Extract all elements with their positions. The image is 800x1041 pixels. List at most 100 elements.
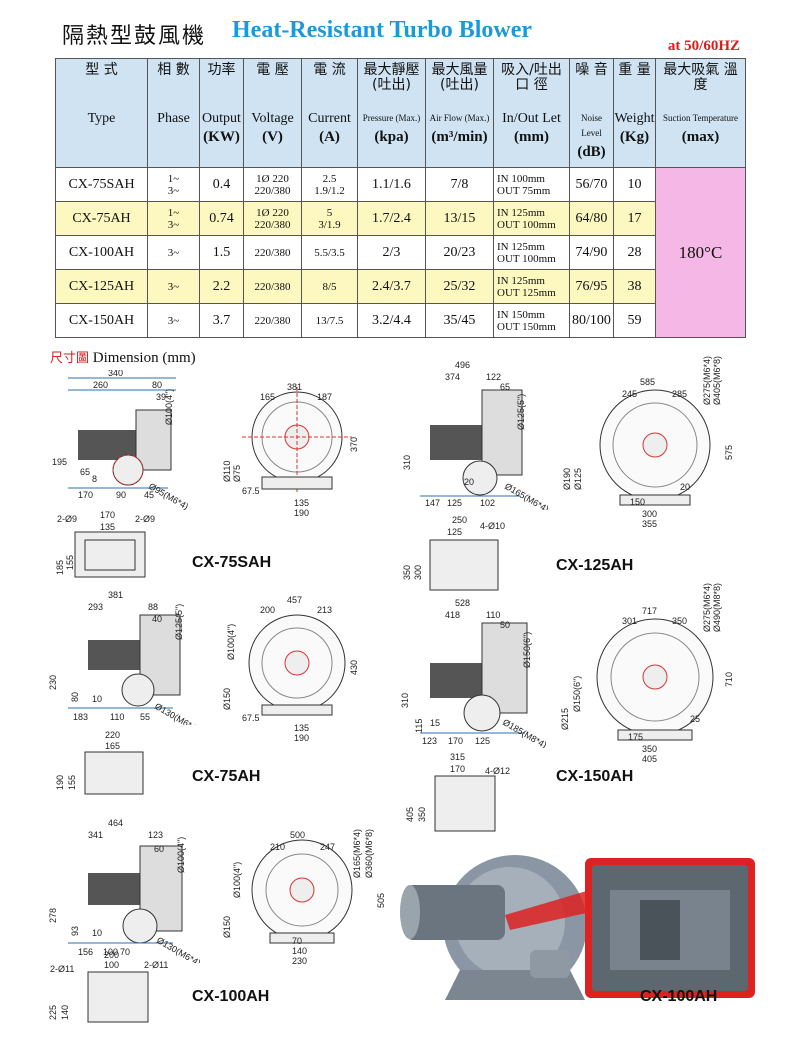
dim-text: 125	[447, 527, 462, 537]
dim-text: Ø150(6")	[522, 632, 532, 668]
dim-text: 67.5	[242, 486, 260, 496]
dim-text: 170	[100, 510, 115, 520]
dim-text: 25	[690, 714, 700, 724]
dim-text: 247	[320, 842, 335, 852]
table-cell-noise: 76/95	[569, 269, 614, 304]
dim-text: 2-Ø9	[135, 514, 155, 524]
dim-text: 260	[93, 380, 108, 390]
product-photo	[400, 855, 755, 1000]
dim-text: Ø100(4")	[176, 837, 186, 873]
dim-text: 165	[105, 741, 120, 751]
column-header-zh: 相 數	[157, 62, 190, 78]
dim-text: Ø100(4")	[226, 624, 236, 660]
dim-text: 135	[100, 522, 115, 532]
table-cell-weight: 10	[613, 167, 656, 202]
dim-text: 156	[78, 947, 93, 957]
frequency-note: at 50/60HZ	[667, 38, 740, 54]
dim-text: Ø75	[232, 465, 242, 482]
table-cell-output: 0.74	[199, 201, 244, 236]
column-header-zh: 重 量	[618, 62, 651, 78]
column-header-unit: (m³/min)	[431, 129, 488, 145]
column-header-unit: (kpa)	[374, 129, 409, 145]
table-cell-output: 0.4	[199, 167, 244, 202]
table-cell-type: CX-75AH	[55, 201, 148, 236]
model-label-cx150ah: CX-150AH	[556, 768, 634, 785]
dimension-heading: 尺寸圖 Dimension (mm)	[50, 347, 196, 367]
dim-text: Ø150	[222, 916, 232, 938]
column-header-en: Suction Temperature	[663, 113, 738, 123]
drawing-cx100ah-front: 500 210 247 Ø165(M6*4) Ø360(M6*8) 505 Ø1…	[222, 829, 386, 966]
column-header-zh: 型 式	[85, 62, 118, 78]
drawing-cx150ah-front: 717 301 350 Ø275(M6*4) Ø490(M8*8) 710 Ø2…	[560, 583, 734, 764]
table-cell-noise: 74/90	[569, 235, 614, 270]
dim-text: 39	[156, 392, 166, 402]
drawing-cx125ah-front: 585 245 285 Ø275(M6*4) Ø405(M6*8) 575 Ø1…	[562, 356, 734, 529]
table-cell-pressure: 2.4/3.7	[357, 269, 426, 304]
dim-text: 20	[464, 477, 474, 487]
dim-text: 4-Ø10	[480, 521, 505, 531]
dim-text: 45	[144, 490, 154, 500]
dim-text: 122	[486, 372, 501, 382]
dim-text: 464	[108, 818, 123, 828]
dim-text: 100	[104, 960, 119, 970]
table-cell-phase: 1~3~	[147, 167, 200, 202]
dim-text: 370	[349, 437, 359, 452]
dim-text: 300	[413, 565, 423, 580]
dim-text: 225	[48, 1005, 58, 1020]
dim-text: 301	[622, 616, 637, 626]
dim-text: Ø405(M6*8)	[712, 356, 722, 405]
column-header-zh: 最大吸氣 溫 度	[663, 62, 738, 93]
table-cell-current: 13/7.5	[301, 303, 358, 338]
dim-text: 278	[48, 908, 58, 923]
model-label-cx125ah: CX-125AH	[556, 557, 634, 574]
drawing-cx125ah-base: 250 125 4-Ø10 350 300	[402, 515, 505, 591]
dim-text: 500	[290, 830, 305, 840]
drawing-cx75ah-side: 381 293 88 40 Ø125(5") 230 80 10 183 110…	[48, 590, 200, 725]
page-title-zh: 隔熱型鼓風機	[62, 24, 207, 49]
table-cell-current: 5.5/3.5	[301, 235, 358, 270]
dim-text: Ø360(M6*8)	[364, 829, 374, 878]
dim-text: 285	[672, 389, 687, 399]
dim-text: 245	[622, 389, 637, 399]
dim-text: 575	[724, 445, 734, 460]
dim-text: 230	[48, 675, 58, 690]
dim-text: 381	[287, 382, 302, 392]
column-header-en: Air Flow (Max.)	[429, 113, 490, 123]
dim-text: 293	[88, 602, 103, 612]
dim-text: 374	[445, 372, 460, 382]
dim-text: 155	[67, 775, 77, 790]
drawing-cx150ah-base: 315 170 4-Ø12 405 350	[405, 752, 510, 832]
dim-text: 155	[65, 555, 75, 570]
table-cell-voltage: 220/380	[243, 269, 302, 304]
dim-text: Ø275(M6*4)	[702, 356, 712, 405]
table-cell-airflow: 25/32	[425, 269, 494, 304]
dim-text: 405	[642, 754, 657, 764]
dim-text: 200	[260, 605, 275, 615]
dim-text: 355	[642, 519, 657, 529]
dim-text: 90	[116, 490, 126, 500]
drawing-cx75sah-side: 340 260 80 39 195 65 8 170 90 45 Ø100(4"…	[52, 370, 190, 510]
table-cell-phase: 3~	[147, 235, 200, 270]
dim-text: Ø100(4")	[232, 862, 242, 898]
dim-text: Ø165(M6*4)	[352, 829, 362, 878]
dim-text: Ø130(M6*4)	[153, 701, 200, 725]
dim-text: 405	[405, 807, 415, 822]
dim-text: 300	[642, 509, 657, 519]
table-cell-pressure: 3.2/4.4	[357, 303, 426, 338]
dim-text: 123	[422, 736, 437, 746]
dim-text: 93	[70, 926, 80, 936]
column-header-zh: 最大風量 (吐出)	[431, 62, 488, 93]
dim-text: 150	[630, 497, 645, 507]
dim-text: 310	[402, 455, 412, 470]
dim-text: Ø125(5")	[174, 604, 184, 640]
dim-text: 110	[110, 712, 124, 722]
